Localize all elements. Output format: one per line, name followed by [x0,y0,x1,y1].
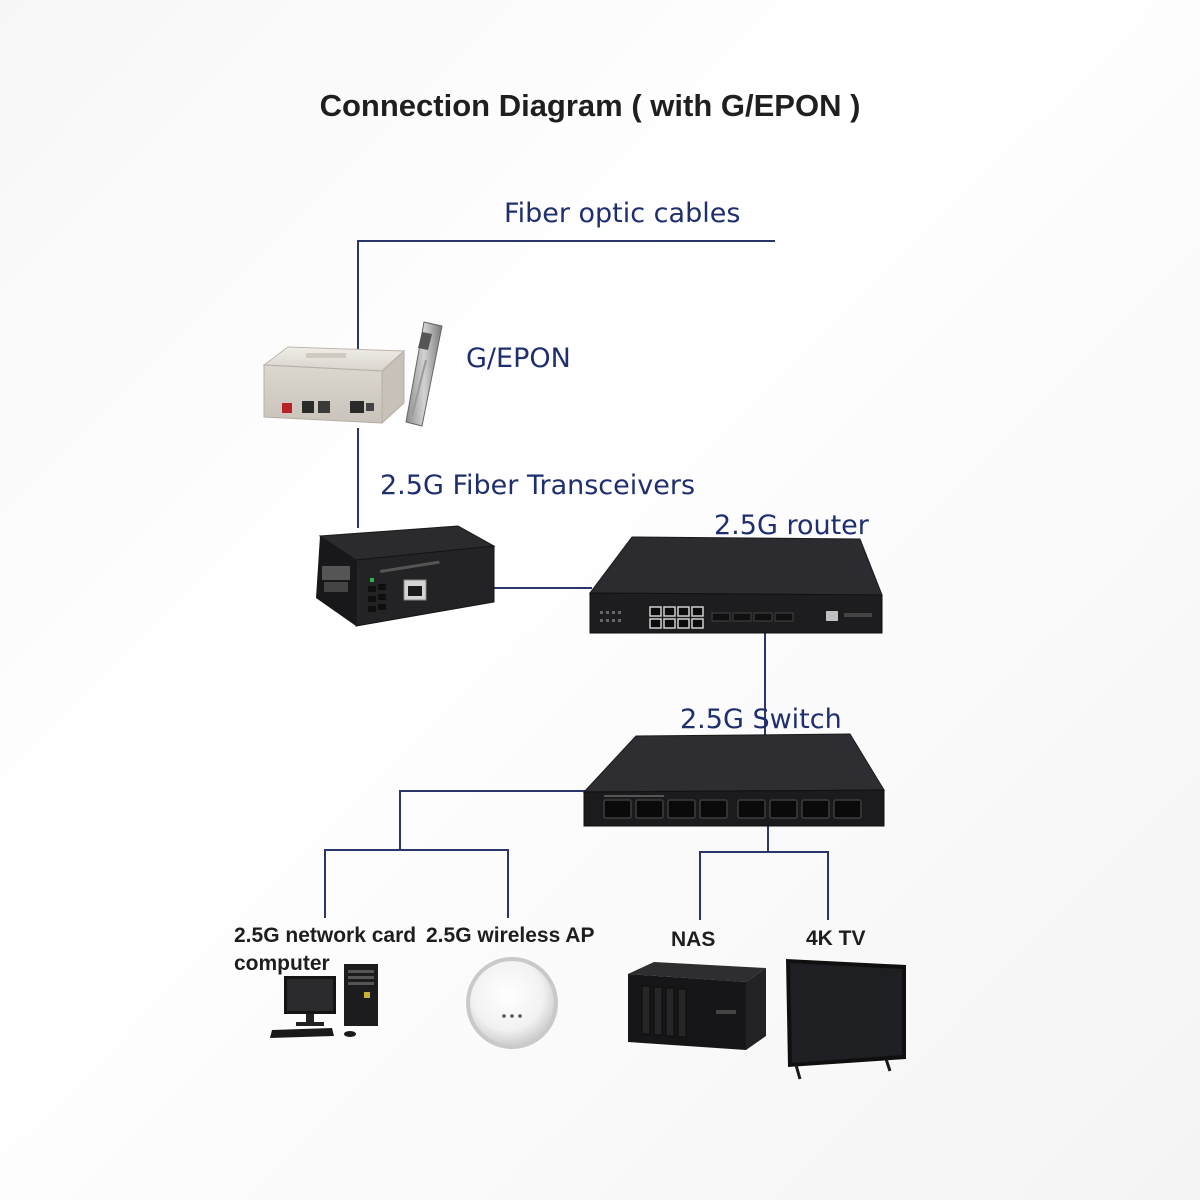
nas-storage-icon [628,962,766,1050]
fiber-transceivers-label: 2.5G Fiber Transceivers [380,470,696,501]
left-branch-line [324,849,509,918]
computer-label: computer [234,952,330,975]
tv-label: 4K TV [806,927,866,950]
desktop-computer-icon [270,964,378,1038]
network-card-label: 2.5G network card [234,924,417,947]
rack-router-icon [589,536,883,634]
onu-device-icon [262,346,406,425]
fiber-cable-line [357,240,775,352]
media-converter-icon [316,525,496,627]
gepon-label: G/EPON [466,343,571,374]
nas-label: NAS [671,928,716,951]
right-branch-line [699,851,829,920]
network-card-computer-label: 2.5G network card computer [234,922,416,978]
fiber-optic-cables-label: Fiber optic cables [504,198,741,229]
ceiling-access-point-icon [466,957,558,1049]
switch-to-left-group-line [399,790,590,850]
switch-label: 2.5G Switch [680,704,842,735]
desktop-switch-icon [582,733,885,827]
diagram-title: Connection Diagram ( with G/EPON ) [319,88,861,123]
wireless-ap-label: 2.5G wireless AP [426,924,595,947]
television-icon [786,959,906,1080]
sfp-module-icon [405,321,443,427]
router-label: 2.5G router [714,510,869,541]
